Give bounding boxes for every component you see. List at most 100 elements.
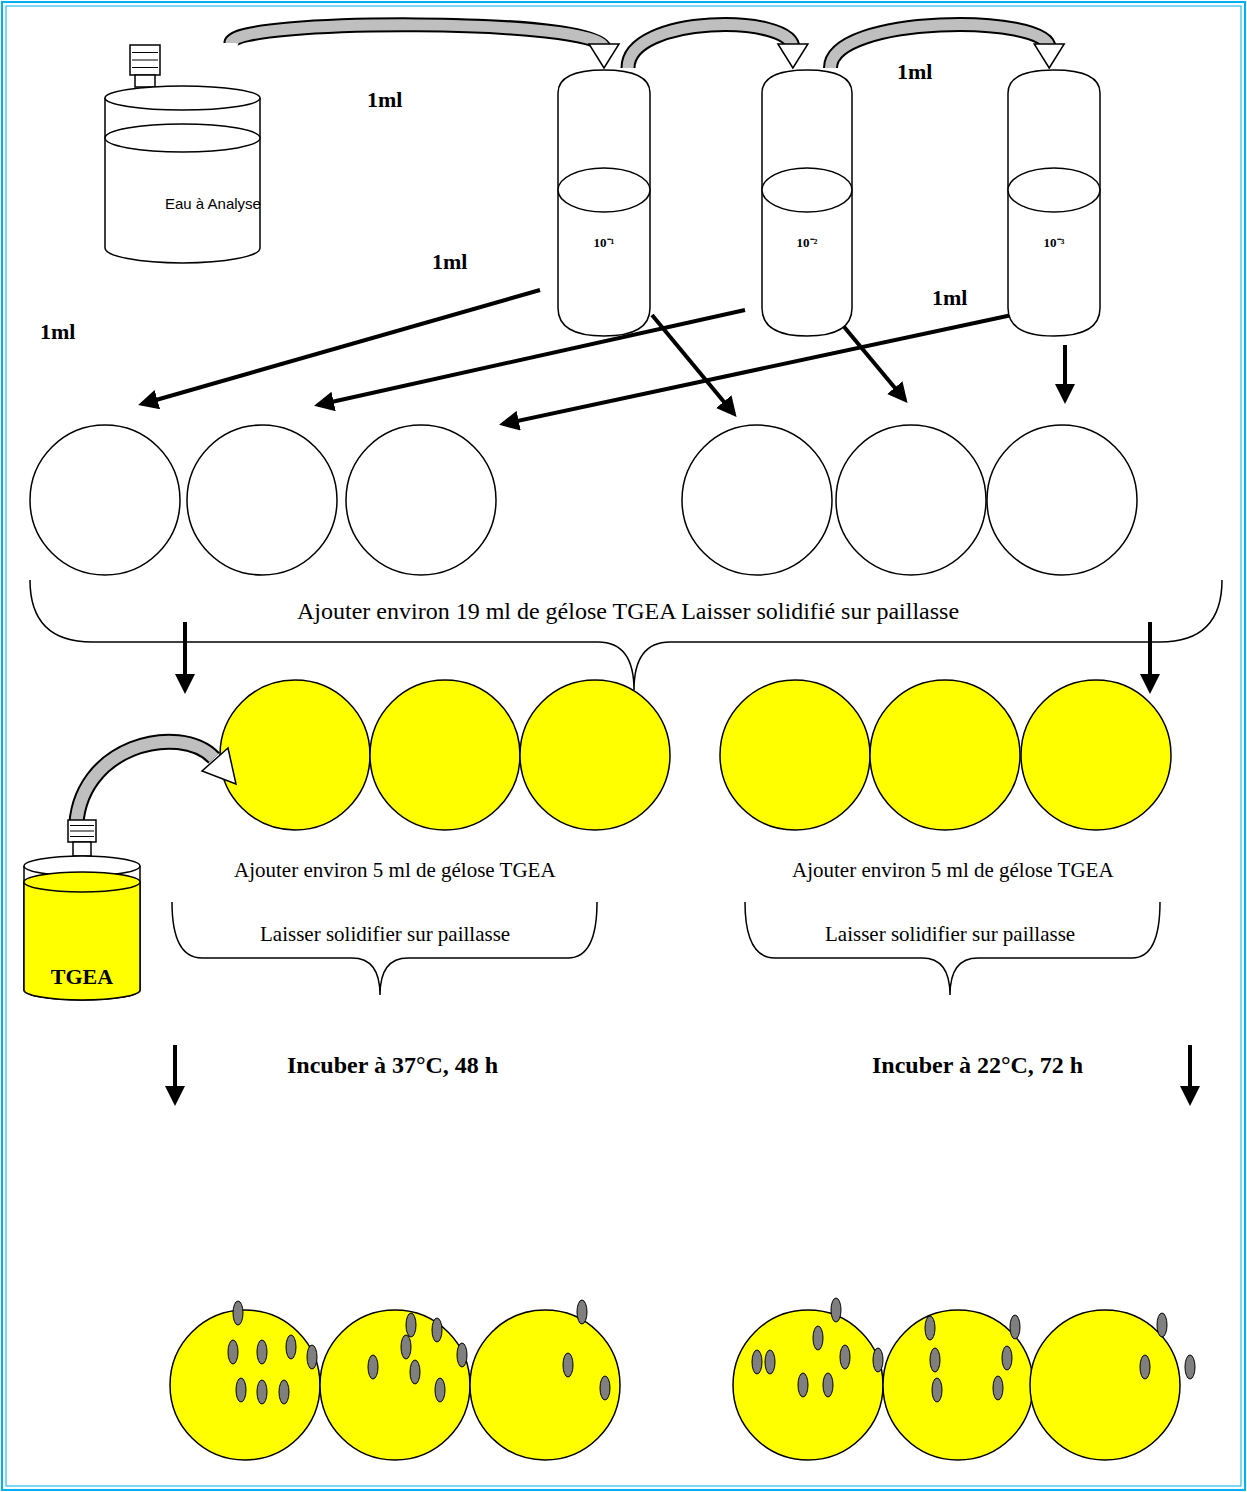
dilution-tube: 10⁻³ (1006, 68, 1102, 338)
transfer-arrow (652, 315, 734, 414)
colony (1157, 1313, 1167, 1337)
agar-dish (220, 680, 370, 830)
agar-dish (370, 680, 520, 830)
colony (457, 1343, 467, 1367)
bottle-body (105, 98, 260, 263)
petri-dish (187, 425, 337, 575)
down-arrow (173, 1045, 177, 1102)
colony (798, 1373, 808, 1397)
step-note: Laisser solidifier sur paillasse (823, 922, 1077, 947)
agar-dish (720, 680, 870, 830)
incubated-dishes (170, 1310, 1180, 1460)
colony (401, 1335, 411, 1359)
petri-dish (883, 1310, 1033, 1460)
colonies (228, 1298, 1195, 1404)
down-arrow (183, 622, 187, 690)
step-note: Ajouter environ 5 ml de gélose TGEA (790, 858, 1116, 883)
dilution-tube: 10⁻² (760, 68, 854, 338)
volume-label-holder: 1ml (365, 87, 404, 113)
tube-body (762, 93, 852, 336)
bottle-neck (73, 842, 91, 856)
pour-arrow-body (76, 742, 214, 832)
dilution-label: 10⁻¹ (556, 233, 652, 251)
dilution-label: 10⁻³ (1006, 233, 1102, 251)
tube-top (762, 70, 852, 93)
brace (172, 902, 597, 995)
step-note-holder: Ajouter environ 19 ml de gélose TGEA Lai… (295, 598, 961, 625)
volume-label-holder: 1ml (38, 319, 77, 345)
colony (1002, 1346, 1012, 1370)
cap-thread (70, 836, 94, 837)
agar-dish (870, 680, 1020, 830)
node-outline (103, 43, 267, 272)
colony (813, 1326, 823, 1350)
petri-dish (170, 1310, 320, 1460)
liquid-level (558, 168, 650, 212)
arrow-outline (628, 25, 793, 68)
step-note: Laisser solidifier sur paillasse (258, 922, 512, 947)
down-arrows (185, 622, 1150, 690)
arrow-body (831, 25, 1050, 68)
step-note-holder: Ajouter environ 5 ml de gélose TGEA (790, 858, 1116, 883)
transfer-arrow (318, 310, 745, 405)
liquid-level (1008, 168, 1100, 212)
petri-dish (1030, 1310, 1180, 1460)
transfer-arrow (628, 25, 808, 68)
colony (1185, 1355, 1195, 1379)
colony (410, 1360, 420, 1384)
colony (307, 1345, 317, 1369)
colony (1140, 1355, 1150, 1379)
dilution-label: 10⁻² (760, 233, 854, 251)
volume-label: 1ml (930, 285, 969, 311)
step-note-holder: Incuber à 22°C, 72 h (870, 1052, 1085, 1079)
petri-dish (987, 425, 1137, 575)
down-arrow (1148, 622, 1152, 690)
petri-dish (30, 425, 180, 575)
colony (257, 1380, 267, 1404)
bottle-label: Eau à Analyse (165, 193, 265, 215)
colony (932, 1378, 942, 1402)
volume-label-holder: 1ml (430, 249, 469, 275)
volume-label: 1ml (430, 249, 469, 275)
colony (925, 1316, 935, 1340)
colony (406, 1313, 416, 1337)
tube-top (1008, 70, 1100, 93)
colony (831, 1298, 841, 1322)
volume-label-holder: 1ml (930, 285, 969, 311)
pour-arrow (76, 742, 236, 832)
step-note: Incuber à 37°C, 48 h (285, 1052, 500, 1079)
colony (1010, 1315, 1020, 1339)
colony (840, 1345, 850, 1369)
empty-dishes (30, 425, 1137, 575)
bottle-label: TGEA (20, 964, 144, 990)
arrow-outline (231, 25, 604, 48)
petri-dish (682, 425, 832, 575)
arrow-head (1034, 44, 1064, 68)
liquid-level (762, 168, 852, 212)
transfer-arrow (1063, 345, 1067, 400)
colony (993, 1376, 1003, 1400)
colony (368, 1355, 378, 1379)
dilution-tube: 10⁻¹ (556, 68, 652, 338)
tube-body (1008, 93, 1100, 336)
brace (745, 902, 1160, 995)
arrow-outline (831, 25, 1050, 68)
bottle-neck (135, 75, 155, 87)
colony (600, 1376, 610, 1400)
bottle-top (105, 86, 260, 110)
agar-dishes (220, 680, 1171, 830)
colony (577, 1300, 587, 1324)
step-note: Incuber à 22°C, 72 h (870, 1052, 1085, 1079)
bottle: TGEA (20, 818, 144, 1002)
arrow-head (589, 44, 619, 68)
colony (279, 1380, 289, 1404)
bottle-cap (68, 820, 96, 842)
transfer-arrow (831, 25, 1065, 68)
colony (563, 1353, 573, 1377)
tube-top (558, 70, 650, 93)
colony (286, 1335, 296, 1359)
brace (30, 580, 1222, 690)
step-note-holder: Incuber à 37°C, 48 h (285, 1052, 500, 1079)
liquid-level (24, 872, 140, 892)
